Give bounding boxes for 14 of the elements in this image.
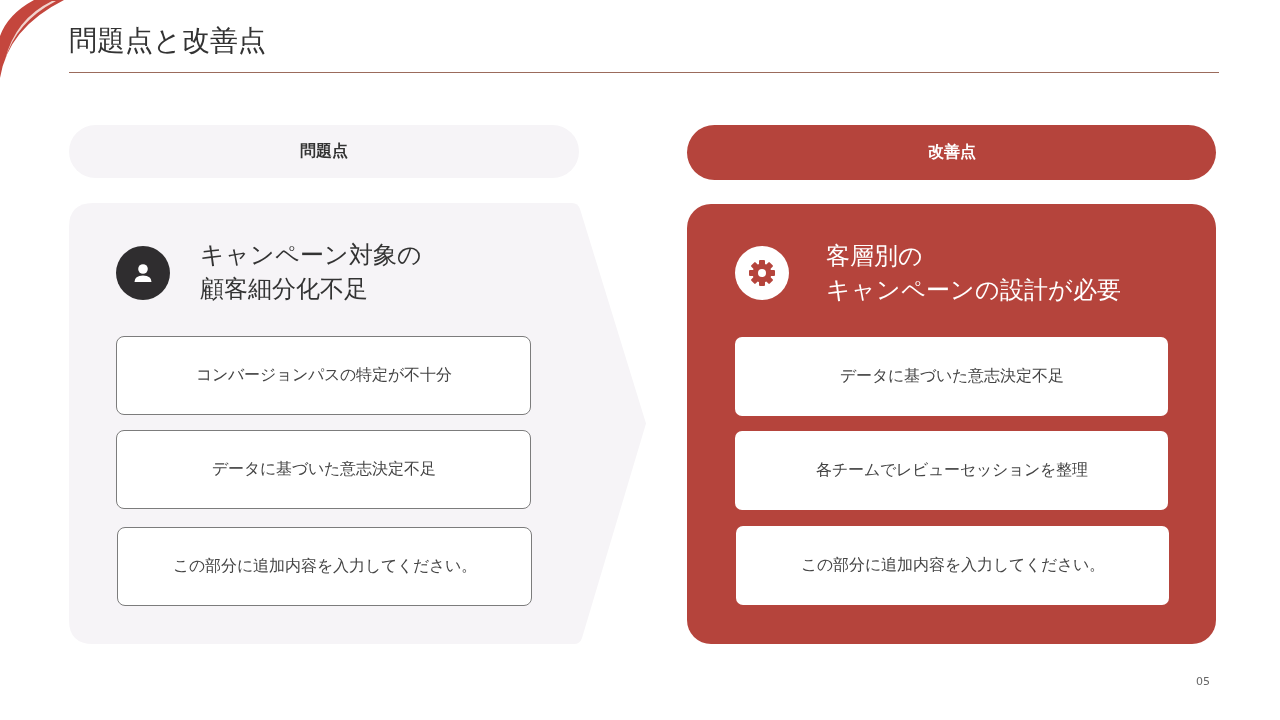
improvement-panel (687, 204, 1216, 644)
improvement-card: この部分に追加内容を入力してください。 (736, 526, 1169, 605)
section-header: 問題点 (69, 125, 579, 178)
slide-title: 問題点と改善点 (69, 23, 266, 59)
problem-card: この部分に追加内容を入力してください。 (117, 527, 532, 606)
problem-card: コンバージョンパスの特定が不十分 (116, 336, 531, 415)
problem-card: データに基づいた意志決定不足 (116, 430, 531, 509)
panel-heading: キャンペーン対象の顧客細分化不足 (200, 240, 423, 305)
panel-heading: 客層別のキャンペーンの設計が必要 (826, 241, 1122, 306)
page-number: 05 (1196, 675, 1210, 688)
improvement-card: データに基づいた意志決定不足 (735, 337, 1168, 416)
improvement-card: 各チームでレビューセッションを整理 (735, 431, 1168, 510)
section-header: 改善点 (687, 125, 1216, 180)
problem-panel (69, 203, 646, 644)
